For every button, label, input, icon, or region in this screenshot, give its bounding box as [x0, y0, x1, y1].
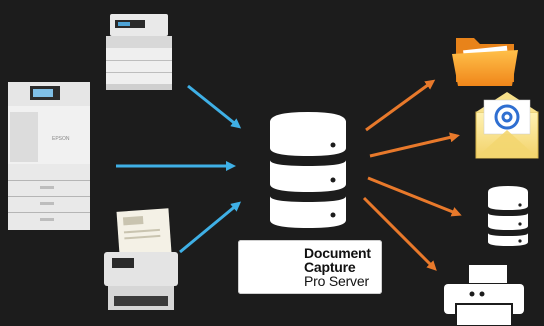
arrow-to-database: [367, 176, 462, 217]
database-server-icon: [270, 112, 346, 228]
product-badge: Document Capture Pro Server: [238, 240, 382, 294]
printer-icon: [444, 263, 524, 326]
product-name-line2: Capture: [304, 259, 356, 275]
arrow-from-mfp: [187, 84, 242, 129]
product-name: Document Capture Pro Server: [304, 246, 371, 288]
product-name-line3: Pro Server: [304, 273, 369, 289]
arrow-to-printer: [362, 196, 437, 271]
arrow-to-email: [369, 132, 460, 158]
copier-icon: EPSON: [8, 82, 90, 230]
arrow-to-folder: [365, 79, 436, 132]
scanner-icon: [104, 208, 178, 310]
email-icon: [475, 92, 539, 159]
arrow-from-scanner: [179, 201, 242, 254]
copier-brand-label: EPSON: [52, 136, 70, 142]
mfp-printer-icon: [106, 14, 172, 90]
product-name-line1: Document: [304, 245, 371, 261]
folder-icon: [452, 38, 518, 86]
database-icon: [488, 186, 528, 246]
